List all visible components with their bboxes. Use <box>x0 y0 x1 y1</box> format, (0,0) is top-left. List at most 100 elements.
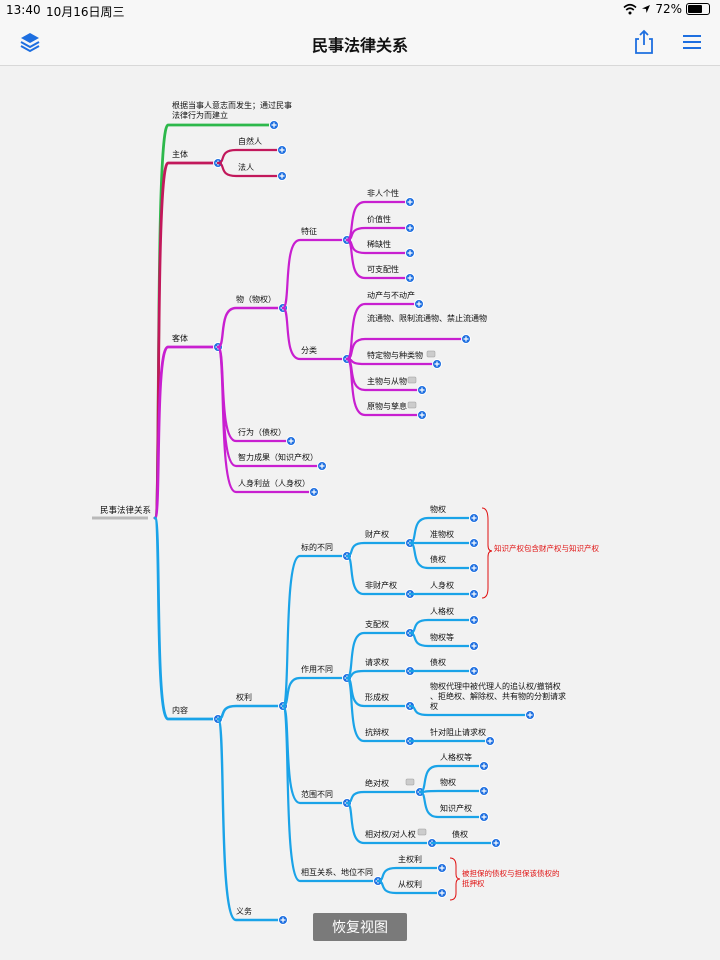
expand-node-icon[interactable] <box>437 863 447 873</box>
expand-node-icon[interactable] <box>469 666 479 676</box>
node-label: 物权 <box>430 504 446 514</box>
branch-line <box>408 704 532 717</box>
branch-line <box>153 516 219 721</box>
branch-line <box>345 554 411 596</box>
node-label: 法人 <box>238 162 254 172</box>
branch-line <box>216 148 284 165</box>
node-label: 可支配性 <box>367 264 399 274</box>
branch-line <box>408 631 476 648</box>
branch-line <box>345 790 421 805</box>
branch-line <box>345 541 411 558</box>
node-label: 物权代理中被代理人的追认权/撤销权、拒绝权、解除权、共有物的分割请求权 <box>430 681 566 711</box>
note-icon[interactable] <box>407 376 417 384</box>
note-icon[interactable] <box>426 350 436 358</box>
expand-node-icon[interactable] <box>432 359 442 369</box>
expand-node-icon[interactable] <box>405 273 415 283</box>
branch-line <box>216 717 284 922</box>
absolute-right-node: 绝对权 <box>365 778 389 788</box>
node-label: 从权利 <box>398 879 422 889</box>
expand-node-icon[interactable] <box>405 223 415 233</box>
expand-node-icon[interactable] <box>286 436 296 446</box>
expand-node-icon[interactable] <box>317 461 327 471</box>
expand-node-icon[interactable] <box>405 197 415 207</box>
node-label: 人身权 <box>430 580 454 590</box>
expand-node-icon[interactable] <box>405 248 415 258</box>
branch-line <box>281 238 348 310</box>
expand-node-icon[interactable] <box>469 538 479 548</box>
node-label: 流通物、限制流通物、禁止流通物 <box>367 313 487 323</box>
by-scope-node: 范围不同 <box>301 789 333 799</box>
duty-node: 义务 <box>236 906 252 916</box>
branch-line <box>216 306 284 349</box>
node-label: 针对阻止请求权 <box>430 727 486 737</box>
object-node: 客体 <box>172 333 188 343</box>
expand-node-icon[interactable] <box>469 589 479 599</box>
expand-node-icon[interactable] <box>491 838 501 848</box>
expand-node-icon[interactable] <box>437 888 447 898</box>
battery-icon <box>686 3 710 15</box>
non-property-right-node: 非财产权 <box>365 580 397 590</box>
expand-node-icon[interactable] <box>479 812 489 822</box>
expand-node-icon[interactable] <box>469 641 479 651</box>
layers-icon[interactable] <box>16 28 44 56</box>
battery-percent: 72% <box>655 2 682 16</box>
classification-node: 分类 <box>301 345 317 355</box>
by-function-node: 作用不同 <box>301 664 333 674</box>
branch-line <box>281 676 348 708</box>
expand-node-icon[interactable] <box>469 513 479 523</box>
note-icon[interactable] <box>405 778 415 786</box>
note-icon[interactable] <box>417 828 427 836</box>
share-icon[interactable] <box>630 28 658 56</box>
page-title: 民事法律关系 <box>311 36 408 55</box>
expand-node-icon[interactable] <box>469 615 479 625</box>
branch-line <box>281 306 348 361</box>
menu-icon[interactable] <box>678 28 706 56</box>
branch-line <box>216 345 316 494</box>
branch-line <box>345 226 412 242</box>
mindmap-canvas[interactable]: 民事法律关系根据当事人意志而发生；通过民事法律行为而建立主体自然人法人客体物（物… <box>0 66 720 960</box>
expand-node-icon[interactable] <box>414 299 424 309</box>
expand-node-icon[interactable] <box>485 736 495 746</box>
expand-node-icon[interactable] <box>278 915 288 925</box>
expand-node-icon[interactable] <box>417 385 427 395</box>
expand-node-icon[interactable] <box>417 410 427 420</box>
expand-node-icon[interactable] <box>309 487 319 497</box>
node-label: 主权利 <box>398 854 422 864</box>
expand-node-icon[interactable] <box>479 761 489 771</box>
function-right-node: 抗辩权 <box>365 727 389 737</box>
thing-node: 物（物权） <box>236 294 276 304</box>
relative-right-node: 相对权/对人权 <box>365 829 416 839</box>
node-label: 自然人 <box>238 136 262 146</box>
note-ip-rights: 知识产权包含财产权与知识产权 <box>494 543 599 553</box>
expand-node-icon[interactable] <box>461 334 471 344</box>
note-icon[interactable] <box>407 401 417 409</box>
property-right-node: 财产权 <box>365 529 389 539</box>
node-label: 人格权等 <box>440 752 472 762</box>
expand-node-icon[interactable] <box>469 563 479 573</box>
expand-node-icon[interactable] <box>277 171 287 181</box>
node-label: 物权 <box>440 777 456 787</box>
navigation-bar: 民事法律关系 <box>0 20 720 66</box>
node-label: 原物与孳息 <box>367 401 407 411</box>
note-security-rights: 被担保的债权与担保该债权的抵押权 <box>462 868 560 888</box>
branch-line <box>281 704 379 883</box>
expand-node-icon[interactable] <box>525 710 535 720</box>
expand-node-icon[interactable] <box>269 120 279 130</box>
branch-line <box>345 676 411 743</box>
content-node: 内容 <box>172 705 188 715</box>
function-right-node: 形成权 <box>365 692 389 702</box>
brace-icon <box>449 857 461 901</box>
root-node: 民事法律关系 <box>100 505 151 516</box>
expand-node-icon[interactable] <box>479 786 489 796</box>
node-label: 物权等 <box>430 632 454 642</box>
node-label: 债权 <box>430 554 446 564</box>
restore-view-button[interactable]: 恢复视图 <box>313 913 407 941</box>
branch-line <box>345 238 412 280</box>
status-time: 13:40 <box>6 3 41 17</box>
expand-node-icon[interactable] <box>277 145 287 155</box>
node-label: 债权 <box>430 657 446 667</box>
branch-line <box>216 345 324 468</box>
branch-line <box>345 801 433 845</box>
location-arrow-icon <box>642 5 651 13</box>
mindmap-diagram[interactable]: 民事法律关系根据当事人意志而发生；通过民事法律行为而建立主体自然人法人客体物（物… <box>0 66 720 960</box>
